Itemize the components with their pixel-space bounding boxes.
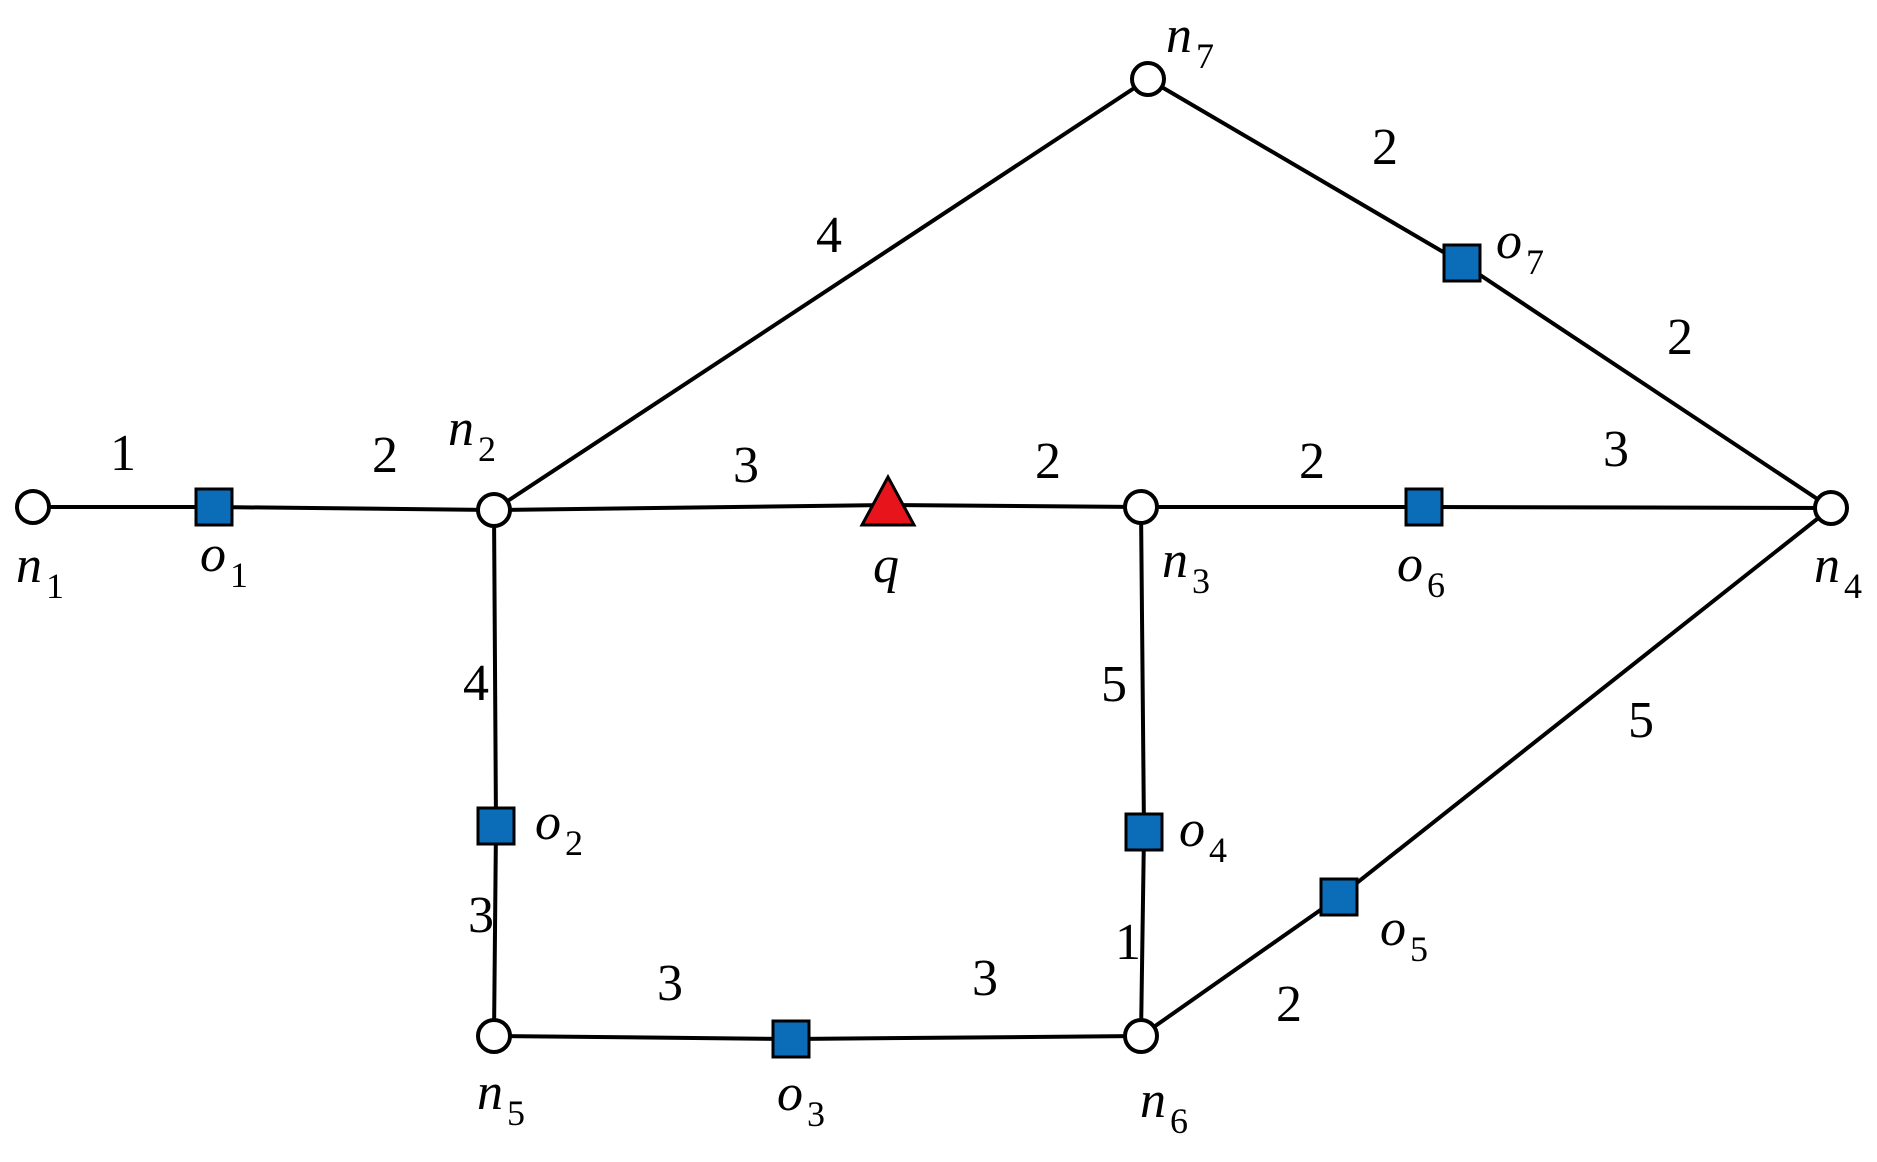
observer-o7 xyxy=(1442,243,1482,283)
label-letter: n xyxy=(477,1064,503,1121)
edge-weight-n1-o1: 1 xyxy=(110,425,136,482)
label-subscript: 7 xyxy=(1526,242,1544,282)
label-letter: n xyxy=(448,400,474,457)
edge-n5-o3 xyxy=(493,1034,792,1041)
label-subscript: 6 xyxy=(1427,565,1445,605)
nodes-layer xyxy=(15,61,1849,1059)
edge-weight-o1-n2: 2 xyxy=(372,427,398,484)
edge-o6-n4 xyxy=(1423,505,1832,510)
edge-q-n3 xyxy=(887,503,1142,509)
edge-weight-n2-o2: 4 xyxy=(463,655,489,712)
observer-o1 xyxy=(194,487,234,527)
label-subscript: 2 xyxy=(478,429,496,469)
edge-weight-q-n3: 2 xyxy=(1035,433,1061,490)
edge-weight-n6-o5: 2 xyxy=(1276,976,1302,1033)
edge-weight-n7-o7: 2 xyxy=(1372,119,1398,176)
edge-weight-o2-n5: 3 xyxy=(468,887,494,944)
node-n3 xyxy=(1123,489,1159,525)
edge-o1-n2 xyxy=(213,505,495,512)
label-letter: o xyxy=(535,794,561,851)
label-letter: n xyxy=(1166,7,1192,64)
label-subscript: 2 xyxy=(565,823,583,863)
label-letter: o xyxy=(1179,801,1205,858)
edges-layer xyxy=(33,77,1833,1041)
edge-n2-o2 xyxy=(492,509,498,827)
observer-o2 xyxy=(476,806,516,846)
label-letter: n xyxy=(1162,532,1188,589)
edge-weight-n3-o6: 2 xyxy=(1299,433,1325,490)
edge-weight-n2-n7: 4 xyxy=(816,207,842,264)
edge-n6-o5 xyxy=(1139,895,1341,1038)
edge-weight-o6-n4: 3 xyxy=(1603,421,1629,478)
label-subscript: 6 xyxy=(1170,1101,1188,1141)
edge-weight-o7-n4: 2 xyxy=(1667,309,1693,366)
label-subscript: 4 xyxy=(1209,830,1227,870)
label-letter: o xyxy=(777,1065,803,1122)
label-subscript: 5 xyxy=(1410,929,1428,969)
label-subscript: 4 xyxy=(1844,566,1862,606)
edge-weight-o5-n4: 5 xyxy=(1628,692,1654,749)
edge-o5-n4 xyxy=(1337,506,1833,899)
edge-o4-n6 xyxy=(1139,831,1146,1037)
label-subscript: 5 xyxy=(507,1093,525,1133)
edge-n2-n7 xyxy=(492,77,1150,512)
edge-n2-q xyxy=(493,503,889,512)
label-letter: n xyxy=(16,537,42,594)
node-n4 xyxy=(1813,490,1849,526)
observer-o5 xyxy=(1319,877,1359,917)
observer-o3 xyxy=(771,1019,811,1059)
node-n7 xyxy=(1130,61,1166,97)
observer-o6 xyxy=(1404,487,1444,527)
label-letter: o xyxy=(200,526,226,583)
label-subscript: 1 xyxy=(230,555,248,595)
edge-o3-n6 xyxy=(790,1034,1142,1041)
node-n1 xyxy=(15,489,51,525)
edge-weight-n2-q: 3 xyxy=(733,437,759,494)
edge-weight-o4-n6: 1 xyxy=(1115,914,1141,971)
label-letter: n xyxy=(1814,537,1840,594)
edge-weight-n3-o4: 5 xyxy=(1101,656,1127,713)
label-letter: o xyxy=(1397,536,1423,593)
label-letter: o xyxy=(1380,900,1406,957)
label-letter: o xyxy=(1496,213,1522,270)
edge-o7-n4 xyxy=(1460,261,1833,510)
label-subscript: 3 xyxy=(1192,561,1210,601)
node-n2 xyxy=(476,492,512,528)
label-subscript: 7 xyxy=(1196,36,1214,76)
query-node-q xyxy=(859,473,917,527)
edge-weight-o3-n6: 3 xyxy=(972,950,998,1007)
edge-n7-o7 xyxy=(1146,77,1464,265)
node-n5 xyxy=(476,1018,512,1054)
label-letter: n xyxy=(1140,1072,1166,1129)
label-q: q xyxy=(873,537,899,594)
edge-weight-n5-o3: 3 xyxy=(657,955,683,1012)
label-subscript: 3 xyxy=(807,1094,825,1134)
label-subscript: 1 xyxy=(46,566,64,606)
node-n6 xyxy=(1123,1018,1159,1054)
edge-n3-o4 xyxy=(1139,506,1146,833)
edge-o2-n5 xyxy=(492,825,498,1037)
observer-o4 xyxy=(1124,812,1164,852)
